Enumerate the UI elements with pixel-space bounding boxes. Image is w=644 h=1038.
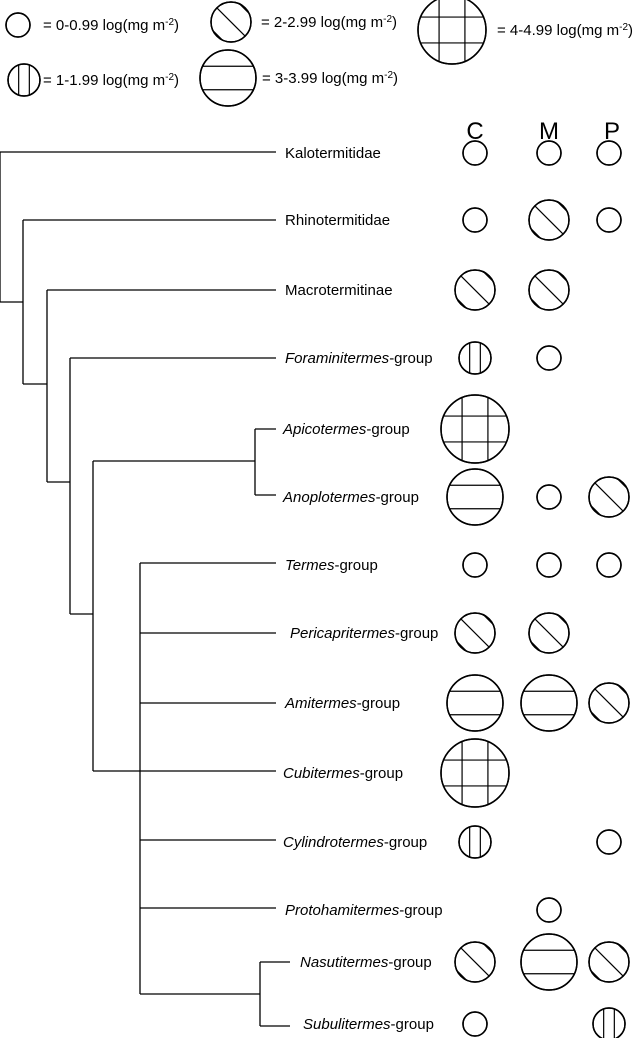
biomass-circle-nasutitermes-m [520,933,578,991]
biomass-circle-macrotermitinae-c [454,269,496,311]
biomass-circle-pericapritermes-m [528,612,570,654]
biomass-circle-protohamitermes-m [536,897,562,923]
biomass-circle-amitermes-m [520,674,578,732]
legend-label-level-2: = 2-2.99 log(mg m-2) [261,14,397,32]
biomass-circle-cubitermes-c [440,738,510,808]
biomass-circle-kalotermitidae-c [462,140,488,166]
legend-symbol-level-2 [210,1,252,43]
biomass-circle-foraminitermes-m [536,345,562,371]
biomass-circle-kalotermitidae-m [536,140,562,166]
biomass-circle-termes-m [536,552,562,578]
taxon-label-protohamitermes: Protohamitermes-group [285,902,443,919]
taxon-labels: KalotermitidaeRhinotermitidaeMacrotermit… [282,145,443,1033]
biomass-circle-amitermes-p [588,682,630,724]
biomass-circle-kalotermitidae-p [596,140,622,166]
biomass-circle-rhinotermitidae-c [462,207,488,233]
biomass-circles [440,140,630,1038]
legend: = 0-0.99 log(mg m-2) = 1-1.99 log(mg m-2)… [5,0,633,107]
biomass-circle-subulitermes-c [462,1011,488,1037]
taxon-label-cylindrotermes: Cylindrotermes-group [283,834,427,851]
biomass-circle-termes-p [596,552,622,578]
biomass-circle-rhinotermitidae-p [596,207,622,233]
legend-symbol-level-0 [5,12,31,38]
biomass-circle-apicotermes-c [440,394,510,464]
legend-symbol-level-3 [199,49,257,107]
taxon-label-nasutitermes: Nasutitermes-group [300,954,432,971]
biomass-circle-cylindrotermes-p [596,829,622,855]
legend-label-level-0: = 0-0.99 log(mg m-2) [43,17,179,35]
legend-symbol-level-4 [417,0,487,65]
taxon-label-foraminitermes: Foraminitermes-group [285,350,433,367]
biomass-circle-nasutitermes-p [588,941,630,983]
taxon-label-cubitermes: Cubitermes-group [283,765,403,782]
taxon-label-kalotermitidae: Kalotermitidae [285,145,381,162]
biomass-circle-foraminitermes-c [458,341,492,375]
biomass-circle-pericapritermes-c [454,612,496,654]
column-headers: C M P [466,118,620,145]
biomass-circle-amitermes-c [446,674,504,732]
column-header-c: C [466,118,483,145]
biomass-circle-subulitermes-p [592,1007,626,1038]
taxon-label-amitermes: Amitermes-group [284,695,400,712]
biomass-circle-rhinotermitidae-m [528,199,570,241]
biomass-circle-termes-c [462,552,488,578]
biomass-circle-anoplotermes-p [588,476,630,518]
biomass-circle-cylindrotermes-c [458,825,492,859]
taxon-label-subulitermes: Subulitermes-group [303,1016,434,1033]
legend-label-level-4: = 4-4.99 log(mg m-2) [497,22,633,40]
column-header-m: M [539,118,559,145]
taxon-label-apicotermes: Apicotermes-group [282,421,410,438]
biomass-circle-macrotermitinae-m [528,269,570,311]
taxon-label-rhinotermitidae: Rhinotermitidae [285,212,390,229]
biomass-circle-anoplotermes-c [446,468,504,526]
column-header-p: P [604,118,620,145]
taxon-label-termes: Termes-group [285,557,378,574]
taxon-label-macrotermitinae: Macrotermitinae [285,282,393,299]
legend-label-level-3: = 3-3.99 log(mg m-2) [262,70,398,88]
biomass-circle-nasutitermes-c [454,941,496,983]
phylogenetic-tree [0,151,290,1027]
taxon-label-anoplotermes: Anoplotermes-group [282,489,419,506]
biomass-circle-anoplotermes-m [536,484,562,510]
legend-symbol-level-1 [7,63,41,97]
legend-label-level-1: = 1-1.99 log(mg m-2) [43,72,179,90]
taxon-label-pericapritermes: Pericapritermes-group [290,625,438,642]
